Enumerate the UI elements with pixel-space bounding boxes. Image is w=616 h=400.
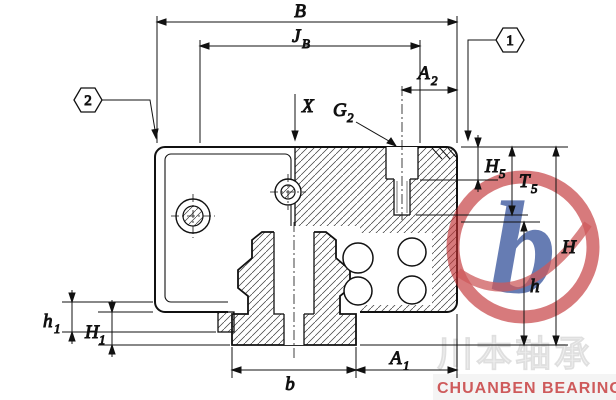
dim-label-A1: A [388,348,402,369]
ball [397,275,427,305]
part-section [154,86,458,358]
dim-label-H: H [561,237,577,258]
dim-label-X: X [301,96,315,117]
dim-label-A2: A [416,63,430,84]
dim-label-H1: H [84,322,100,343]
chamfer-marks [431,147,457,160]
dim-label-T5: T [519,171,531,192]
dim-label-G2: G [333,100,347,121]
ball [343,276,373,306]
dim-sub-A2: 2 [431,73,438,88]
mounting-screw-2 [270,174,306,210]
ball [397,237,427,267]
dim-sub-h1: 1 [54,321,61,336]
dim-label-b: b [285,374,295,395]
dim-sub-JB: B [302,36,310,51]
ball [342,242,374,274]
dim-label-h1: h [43,311,53,332]
dimension-JB: J B [198,26,422,52]
dimension-b: b [230,366,358,396]
dimension-T5: T 5 [508,145,539,217]
dim-sub-G2: 2 [347,110,354,125]
dim-label-h: h [530,276,540,297]
dim-sub-H1: 1 [99,332,106,347]
watermark: b 川本轴承 CHUANBEN BEARING [433,170,616,400]
dim-label-B: B [294,1,306,22]
callout-2-number: 2 [84,93,92,109]
dim-label-JB: J [292,26,302,47]
dimension-G2: G 2 [333,100,398,147]
dimension-A2: A 2 [400,63,459,94]
dimension-h1: h 1 [43,290,76,344]
dimension-A1: A 1 [354,348,459,374]
dimension-H: H [552,145,578,347]
callout-1-number: 1 [506,33,514,49]
extension-lines [62,16,568,378]
dim-label-H5: H [484,156,500,177]
watermark-bar [433,374,616,400]
dimensions: B J B A 2 X G 2 [43,1,578,396]
dimension-B: B [155,1,459,26]
dim-sub-T5: 5 [531,181,538,196]
dim-sub-A1: 1 [403,358,410,373]
dim-sub-H5: 5 [499,166,506,181]
callout-2: 2 [73,87,159,140]
carriage-lip [217,311,235,333]
dimension-H5: H 5 [474,135,507,192]
watermark-cn-text: 川本轴承 [437,334,593,375]
bearing-balls [342,237,427,306]
watermark-en-text: CHUANBEN BEARING [437,380,616,397]
dimension-h: h [520,220,540,347]
dimension-H1: H 1 [84,300,116,357]
mounting-screw-1 [171,194,215,238]
watermark-swoosh [455,221,592,292]
callout-1: 1 [464,27,525,142]
dimension-X: X [291,94,316,142]
watermark-logo-glyph: b [490,174,556,321]
watermark-ring [446,170,600,324]
